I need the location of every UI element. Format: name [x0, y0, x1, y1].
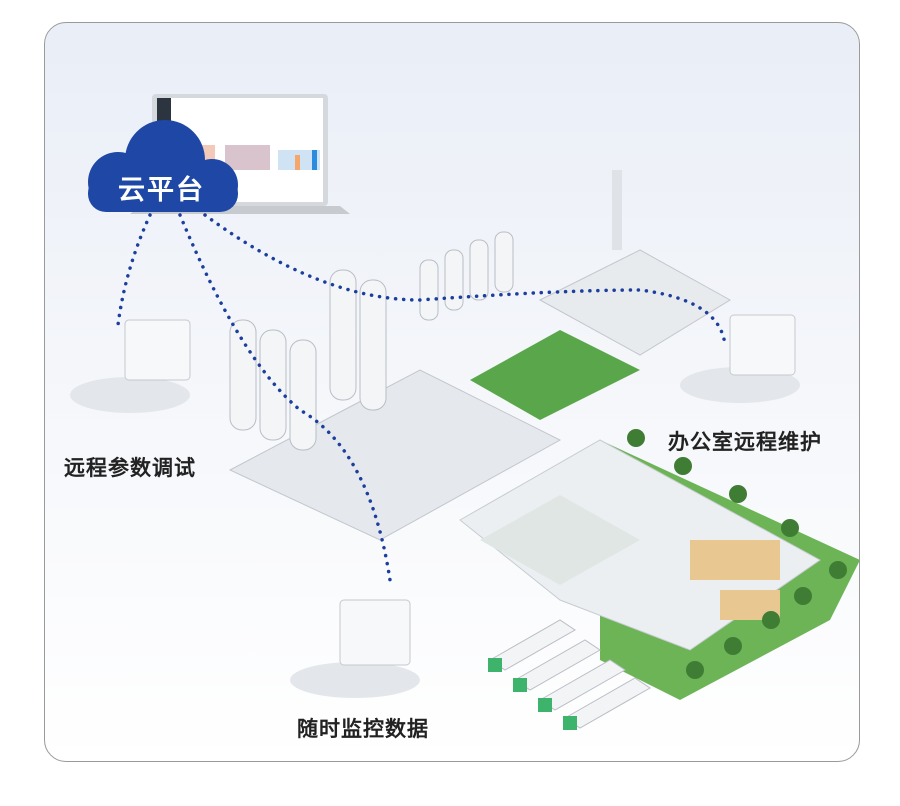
workstation-left	[70, 319, 191, 413]
connection-lines	[116, 213, 727, 582]
office-remote-maintenance-label: 办公室远程维护	[668, 430, 822, 454]
workstation-right	[680, 314, 800, 403]
office-building	[538, 249, 731, 356]
cloud-platform-label: 云平台	[118, 175, 205, 206]
silos	[229, 231, 514, 451]
workstation-bottom	[290, 599, 420, 698]
remote-parameter-debug-label: 远程参数调试	[64, 456, 196, 480]
trees	[627, 429, 847, 679]
cloud-icon	[88, 120, 238, 212]
lawn	[470, 330, 640, 420]
process-building	[228, 369, 562, 541]
monitor-data-label: 随时监控数据	[297, 717, 429, 741]
